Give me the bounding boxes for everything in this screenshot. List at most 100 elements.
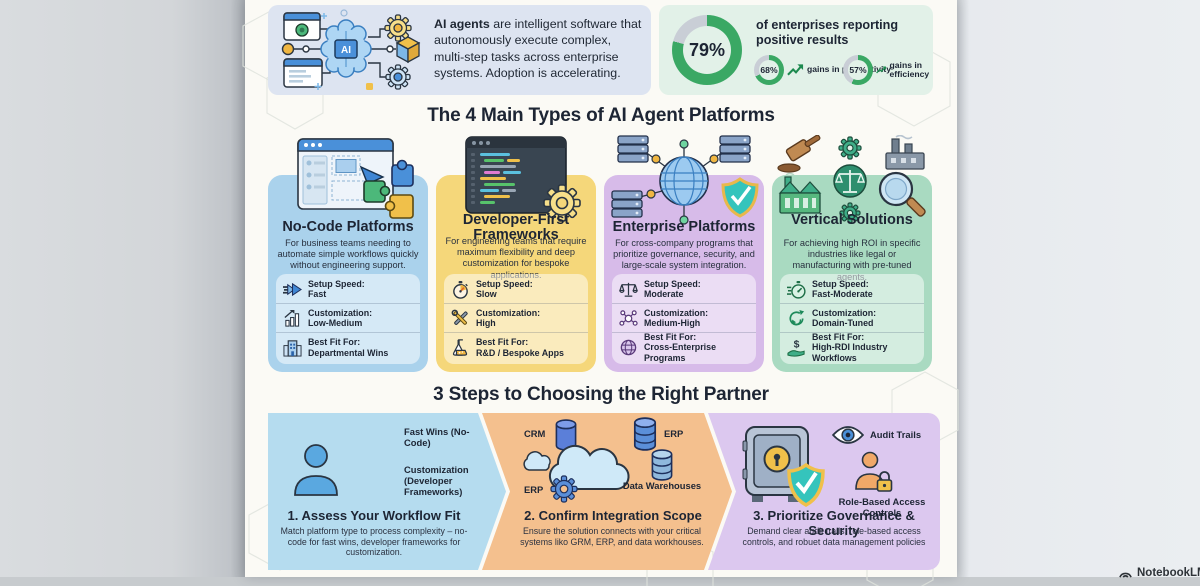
setup-speed-row: Setup Speed:Fast xyxy=(276,275,420,304)
server-icon xyxy=(617,135,649,163)
efficiency-donut-value: 57% xyxy=(849,65,867,75)
step-title: 2. Confirm Integration Scope xyxy=(524,508,702,523)
annotation-role-based: Role-Based Access Controls xyxy=(838,496,926,518)
ai-brain-illustration-icon: AI xyxy=(281,9,421,90)
intro-body: are intelligent software that autonomous… xyxy=(434,17,642,81)
database-icon xyxy=(633,417,657,451)
erp-label: ERP xyxy=(524,484,544,495)
app-window-icon xyxy=(283,12,321,41)
ai-brain-icon: AI xyxy=(320,19,372,78)
network-nodes-icon xyxy=(619,309,638,326)
productivity-donut-value: 68% xyxy=(760,65,778,75)
setup-speed-row: Setup Speed:Moderate xyxy=(612,275,756,304)
dollar-hand-icon: $ xyxy=(787,340,805,357)
industries-illustration-icon xyxy=(777,135,926,224)
eye-icon xyxy=(832,426,864,444)
setup-speed-row: Setup Speed:Slow xyxy=(444,275,588,304)
factory-icon xyxy=(778,172,822,214)
step-integration-scope: CRM ERP ERP xyxy=(482,413,732,570)
gear-icon xyxy=(550,475,578,503)
fast-forward-icon xyxy=(283,282,302,296)
setup-speed-row: Setup Speed:Fast-Moderate xyxy=(780,275,924,304)
cube-icon xyxy=(395,36,421,64)
card-title: Enterprise Platforms xyxy=(612,219,756,235)
svg-text:$: $ xyxy=(794,340,800,351)
server-icon xyxy=(611,190,643,218)
card-description: For business teams needing to automate s… xyxy=(277,238,419,271)
notebooklm-logo-icon xyxy=(1119,572,1132,578)
best-fit-row: Best Fit For:Cross-Enterprise Programs xyxy=(612,332,756,363)
card-title: No-Code Platforms xyxy=(282,219,414,235)
annotation-customization: Customization (Developer Frameworks) xyxy=(404,464,469,497)
stats-box: 79% of enterprises reporting positive re… xyxy=(659,5,933,95)
step-description: Ensure the solution connects with your c… xyxy=(520,526,704,547)
card-vertical-solutions: Vertical Solutions For achieving high RO… xyxy=(772,135,932,372)
erp-label: ERP xyxy=(664,428,684,439)
productivity-donut-chart: 68% xyxy=(754,55,784,85)
gear-icon xyxy=(839,202,861,224)
card-attributes: Setup Speed:Fast Customization:Low-Mediu… xyxy=(276,274,420,364)
enterprise-network-illustration-icon xyxy=(611,135,759,225)
gear-icon xyxy=(838,136,862,160)
office-building-icon xyxy=(283,340,302,357)
customization-row: Customization:High xyxy=(444,304,588,333)
safe-shield-icon xyxy=(742,426,825,507)
main-donut-value: 79% xyxy=(688,39,726,60)
customization-row: Customization:Domain-Tuned xyxy=(780,304,924,333)
notebooklm-watermark: NotebookLM xyxy=(1118,566,1200,579)
legal-emblem-icon xyxy=(833,164,867,198)
factory-icon xyxy=(885,135,925,170)
refresh-tune-icon xyxy=(789,309,805,325)
bottom-background-strip xyxy=(0,577,1200,586)
main-donut-chart: 79% xyxy=(672,15,742,85)
intro-text: AI agents are intelligent software that … xyxy=(434,16,644,82)
trend-up-icon xyxy=(787,64,804,76)
stats-title: of enterprises reporting positive result… xyxy=(756,18,899,47)
best-fit-row: $ Best Fit For:High-RDI Industry Workflo… xyxy=(780,332,924,363)
gear-icon xyxy=(384,14,412,42)
card-no-code-platforms: No-Code Platforms For business teams nee… xyxy=(268,135,428,372)
crm-label: CRM xyxy=(524,428,546,439)
customization-row: Customization:Low-Medium xyxy=(276,304,420,333)
intro-lead: AI agents xyxy=(434,17,490,31)
scales-icon xyxy=(619,282,638,297)
globe-icon xyxy=(659,156,709,206)
notebooklm-watermark-text: NotebookLM xyxy=(1137,566,1200,579)
list-window-icon xyxy=(283,58,323,88)
step-assess-workflow: Fast Wins (No-Code) Customization (Devel… xyxy=(268,413,506,570)
efficiency-label: gains in efficiency xyxy=(889,59,930,79)
speed-stopwatch-icon xyxy=(787,280,806,299)
step-description: Demand clear audit trails, role-based ac… xyxy=(742,526,926,547)
card-title: Developer-First Frameworks xyxy=(462,212,570,244)
no-code-illustration-icon xyxy=(297,138,414,219)
person-icon xyxy=(294,444,338,496)
svg-text:AI: AI xyxy=(341,45,351,56)
best-fit-row: Best Fit For:Departmental Wins xyxy=(276,333,420,362)
cloud-icon xyxy=(548,444,630,491)
database-icon xyxy=(651,449,673,481)
gavel-icon xyxy=(785,135,821,162)
small-cloud-icon xyxy=(523,451,551,471)
trend-up-icon xyxy=(876,66,886,74)
card-description: For cross-company programs that prioriti… xyxy=(613,238,755,271)
data-warehouses-label: Data Warehouses xyxy=(622,480,702,491)
person-lock-icon xyxy=(855,451,893,492)
shield-check-icon xyxy=(787,462,825,507)
step-governance-security: Audit Trails Role-Based Access Controls … xyxy=(708,413,940,570)
tools-icon xyxy=(451,309,468,325)
shield-icon xyxy=(721,177,759,218)
efficiency-stat: 57% gains in efficiency xyxy=(843,55,936,85)
left-background xyxy=(0,0,245,586)
annotation-audit-trails: Audit Trails xyxy=(870,429,922,440)
efficiency-donut-chart: 57% xyxy=(843,55,873,85)
globe-icon xyxy=(620,339,637,356)
gear-icon xyxy=(543,184,581,222)
card-attributes: Setup Speed:Moderate Customization:Mediu… xyxy=(612,274,756,364)
server-icon xyxy=(719,135,751,163)
card-title: Vertical Solutions xyxy=(791,212,913,228)
step-title: 1. Assess Your Workflow Fit xyxy=(287,508,461,523)
stopwatch-icon xyxy=(453,280,468,299)
customization-row: Customization:Medium-High xyxy=(612,304,756,333)
card-enterprise-platforms: Enterprise Platforms For cross-company p… xyxy=(604,135,764,372)
